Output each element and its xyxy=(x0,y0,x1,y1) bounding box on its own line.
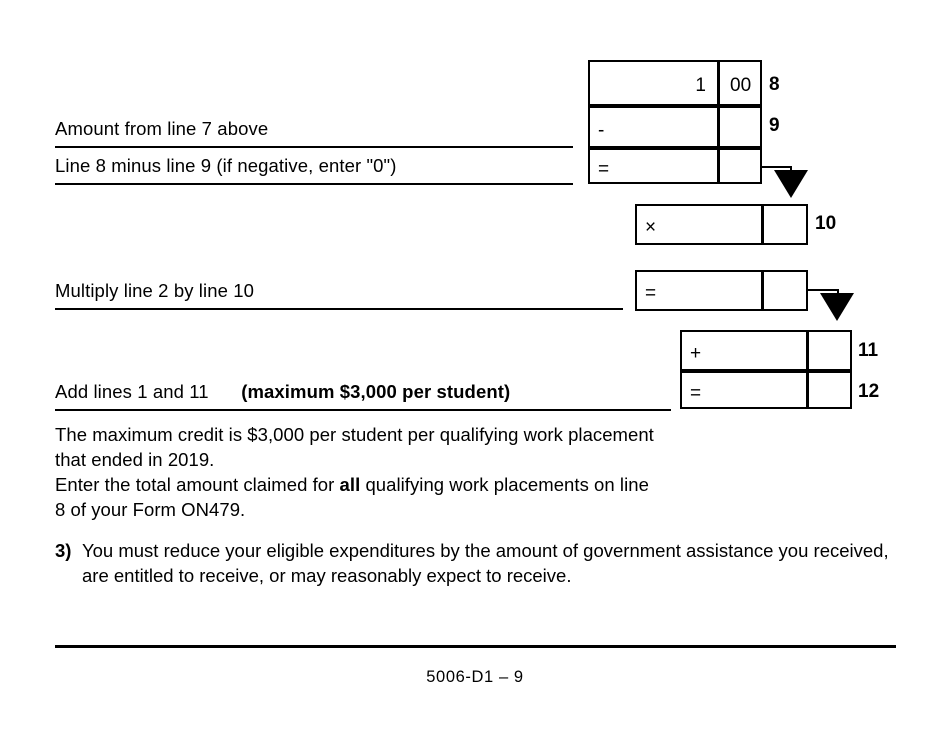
label-maximum-per-student: (maximum $3,000 per student) xyxy=(241,381,511,402)
line-8-minus-9-box[interactable]: = xyxy=(588,148,762,184)
note-maximum-credit: The maximum credit is $3,000 per student… xyxy=(55,422,900,522)
line-number-9: 9 xyxy=(769,115,780,136)
connector-2-arrowhead xyxy=(820,293,854,321)
label-amount-from-line-7: Amount from line 7 above xyxy=(55,118,269,139)
label-line-8-minus-line-9: Line 8 minus line 9 (if negative, enter … xyxy=(55,155,397,176)
footer-form-id: 5006-D1 – 9 xyxy=(426,668,524,686)
cents-divider xyxy=(717,150,720,182)
note-enter-total-line-2: 8 of your Form ON479. xyxy=(55,499,246,520)
label-multiply-line-2-by-line-10: Multiply line 2 by line 10 xyxy=(55,280,255,301)
note-maximum-credit-line-2: that ended in 2019. xyxy=(55,449,215,470)
cents-divider xyxy=(717,62,720,104)
note-enter-total-prefix: Enter the total amount claimed for xyxy=(55,474,340,495)
cents-divider xyxy=(761,206,764,243)
cents-divider xyxy=(806,332,809,369)
footer-divider xyxy=(55,645,896,648)
line-8-minus-9-operator: = xyxy=(598,159,610,180)
label-rule-amount-from-line-7 xyxy=(55,146,573,148)
line-number-11: 11 xyxy=(858,340,879,361)
line-9-operator: - xyxy=(598,120,605,141)
note-enter-total-suffix: qualifying work placements on line xyxy=(360,474,649,495)
cents-divider xyxy=(806,373,809,407)
cents-divider xyxy=(717,108,720,146)
line-12-operator: = xyxy=(690,383,702,404)
numbered-item-3-marker: 3) xyxy=(55,540,72,561)
line-9-amount-box[interactable]: - xyxy=(588,106,762,148)
label-rule-line-8-minus-line-9 xyxy=(55,183,573,185)
line-8-dollars-value: 1 xyxy=(695,75,706,96)
numbered-item-3-text: You must reduce your eligible expenditur… xyxy=(82,540,889,586)
line-8-amount-box[interactable]: 1 00 xyxy=(588,60,762,106)
line-12-total-box[interactable]: = xyxy=(680,371,852,409)
numbered-item-3: 3) You must reduce your eligible expendi… xyxy=(55,538,895,588)
line-11-amount-box[interactable]: + xyxy=(680,330,852,371)
label-add-lines-1-and-11: Add lines 1 and 11 xyxy=(55,381,209,402)
line-number-10: 10 xyxy=(815,213,837,234)
label-rule-add-lines xyxy=(55,409,671,411)
line-number-8: 8 xyxy=(769,74,780,95)
multiply-result-operator: = xyxy=(645,283,657,304)
line-number-12: 12 xyxy=(858,381,880,402)
note-maximum-credit-line-1: The maximum credit is $3,000 per student… xyxy=(55,424,654,445)
label-add-lines-1-and-11-row: Add lines 1 and 11 (maximum $3,000 per s… xyxy=(55,381,510,403)
line-10-rate-box[interactable]: × xyxy=(635,204,808,245)
label-rule-multiply xyxy=(55,308,623,310)
connector-2-horizontal xyxy=(808,289,839,291)
multiply-result-box[interactable]: = xyxy=(635,270,808,311)
connector-1-arrowhead xyxy=(774,170,808,198)
line-8-cents-value: 00 xyxy=(730,75,752,96)
line-11-operator: + xyxy=(690,343,702,364)
line-10-operator: × xyxy=(645,217,657,238)
connector-1-horizontal xyxy=(762,166,792,168)
note-enter-total-emphasis: all xyxy=(339,474,361,495)
cents-divider xyxy=(761,272,764,309)
